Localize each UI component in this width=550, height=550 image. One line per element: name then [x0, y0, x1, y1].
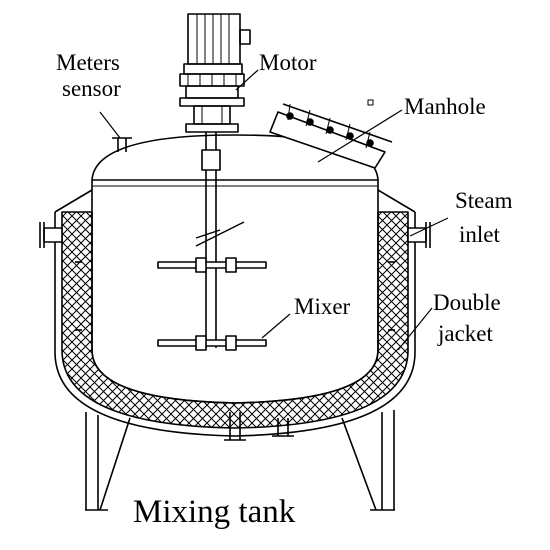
tank-legs — [85, 410, 395, 511]
left-nozzle — [39, 222, 63, 248]
double-jacket — [61, 211, 409, 429]
label-mixer: Mixer — [294, 294, 351, 319]
motor — [179, 13, 251, 133]
label-sensor: sensor — [62, 76, 121, 101]
label-motor: Motor — [259, 50, 317, 75]
steam-inlet-nozzle — [407, 222, 431, 248]
label-meters: Meters — [56, 50, 120, 75]
leader-lines — [99, 69, 449, 351]
mixer-shaft — [201, 132, 221, 348]
diagram-title: Mixing tank — [133, 494, 296, 530]
meters-sensor-nozzle — [112, 137, 132, 152]
jacket-shell — [54, 212, 416, 437]
mixer-blade-upper — [157, 257, 267, 273]
label-steam: Steam — [455, 188, 513, 213]
label-jacket: jacket — [437, 321, 494, 346]
label-manhole: Manhole — [404, 94, 486, 119]
mixer-blade-lower — [157, 335, 267, 351]
bottom-outlets — [224, 412, 294, 441]
manhole — [269, 99, 393, 169]
label-inlet: inlet — [459, 222, 500, 247]
inner-vessel — [91, 180, 379, 404]
label-double: Double — [433, 290, 501, 315]
